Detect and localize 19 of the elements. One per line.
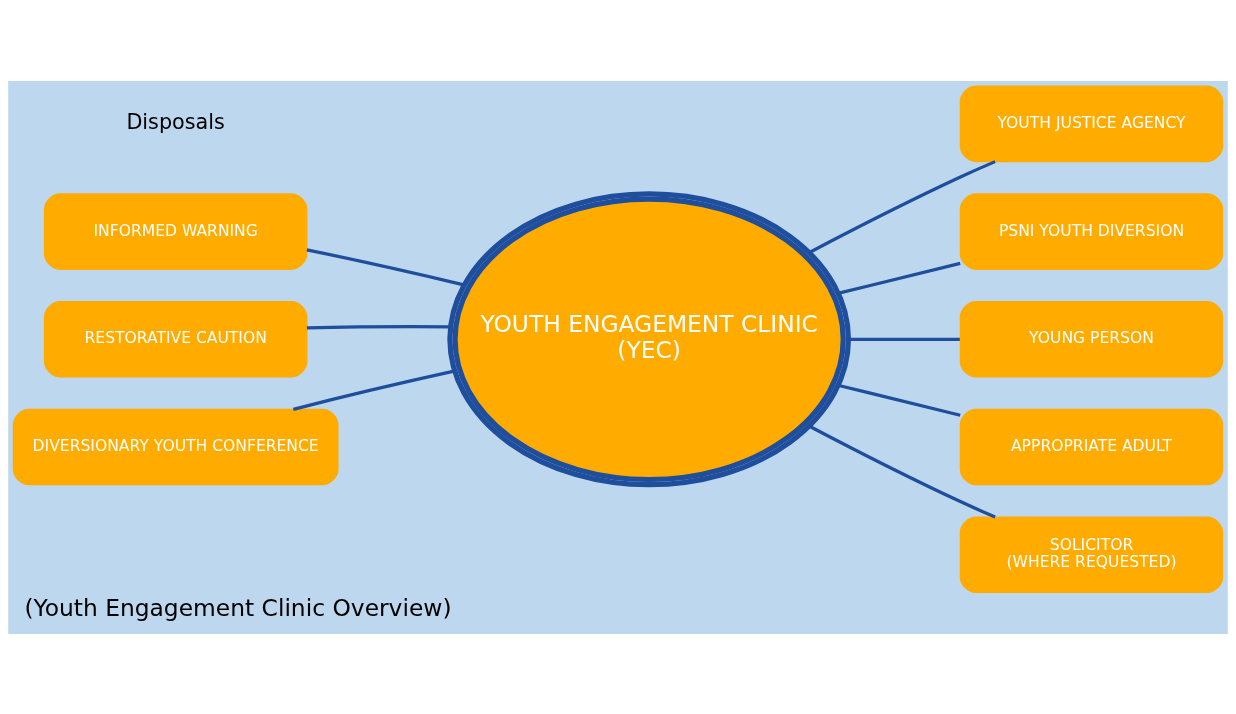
caption: (Youth Engagement Clinic Overview) <box>24 593 452 622</box>
node-box: YOUNG PERSON <box>959 300 1224 378</box>
connector <box>306 247 465 286</box>
connector <box>808 424 996 519</box>
node-box: RESTORATIVE CAUTION <box>43 300 308 378</box>
node-ellipse: YOUTH ENGAGEMENT CLINIC (YEC) <box>447 190 852 487</box>
node-box: YOUTH JUSTICE AGENCY <box>959 85 1224 162</box>
node-box: PSNI YOUTH DIVERSION <box>959 192 1224 270</box>
connector <box>808 159 996 254</box>
connector <box>838 383 961 417</box>
label: Disposals <box>126 109 225 134</box>
connector <box>292 369 455 411</box>
node-box: INFORMED WARNING <box>43 192 308 270</box>
node-box: APPROPRIATE ADULT <box>959 408 1224 485</box>
node-box: SOLICITOR (WHERE REQUESTED) <box>959 516 1224 593</box>
node-box: DIVERSIONARY YOUTH CONFERENCE <box>12 408 339 485</box>
connector <box>838 261 961 295</box>
connector <box>849 337 960 341</box>
connector <box>306 324 450 329</box>
